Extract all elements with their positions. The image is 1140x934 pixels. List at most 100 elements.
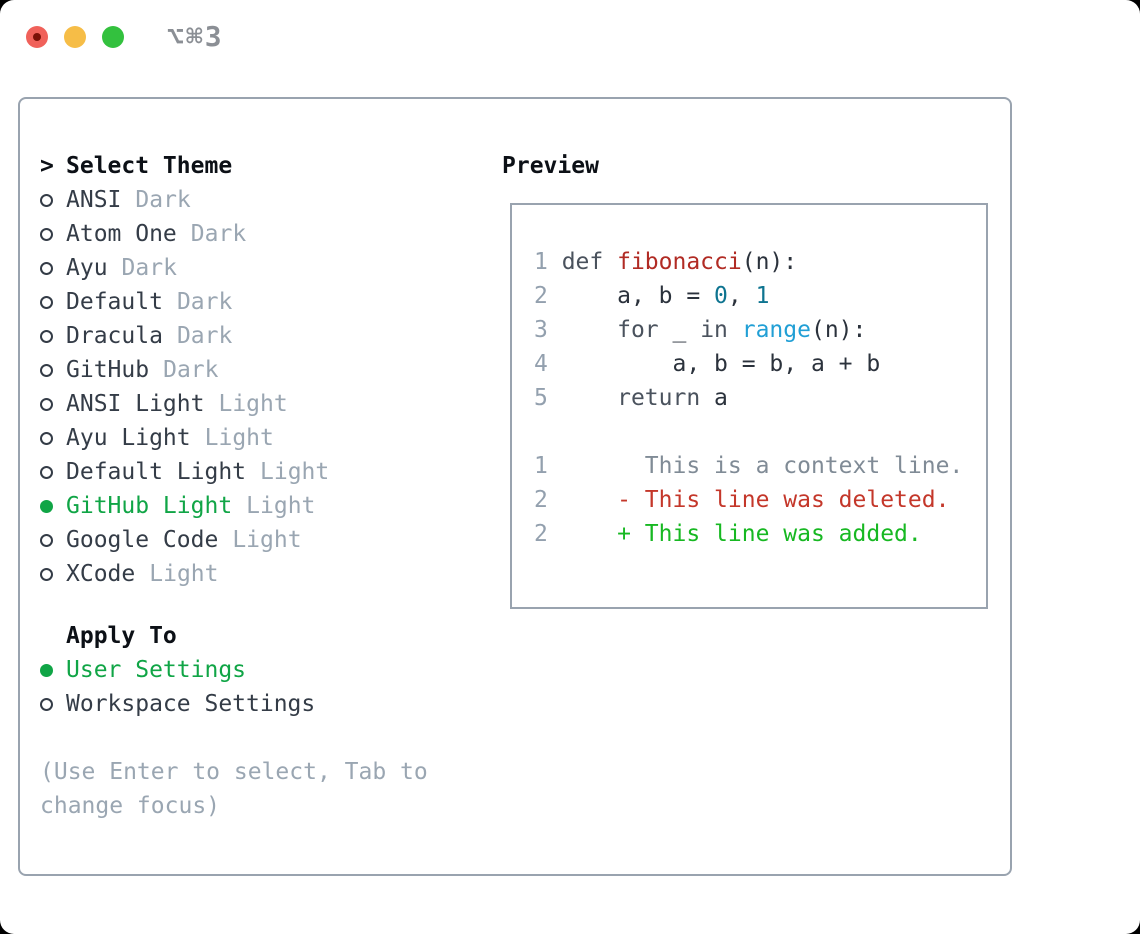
code-segment-deleted: - This line was deleted.: [561, 487, 950, 513]
theme-variant-label: Light: [232, 527, 302, 553]
theme-option-label: Atom One: [66, 221, 177, 247]
radio-icon: [40, 193, 66, 207]
line-number: [534, 415, 562, 449]
code-segment-keyword: for: [617, 317, 673, 343]
code-segment-default: a, b = b, a + b: [561, 351, 881, 377]
code-segment-default: [562, 313, 617, 347]
theme-option-label: Google Code: [66, 527, 219, 553]
theme-option-label: GitHub Light: [66, 493, 233, 519]
code-segment-number: 1: [755, 283, 770, 309]
theme-option-label: Dracula: [66, 323, 163, 349]
theme-variant-label: Dark: [176, 323, 233, 349]
prompt-icon: >: [40, 153, 54, 179]
zoom-button[interactable]: [102, 26, 124, 48]
code-segment-context: This is a context line.: [561, 453, 964, 479]
code-segment-number: 0: [714, 283, 728, 309]
code-segment-builtin: range: [741, 317, 811, 343]
traffic-lights: [26, 26, 124, 48]
title-bar: ⌥⌘3: [0, 0, 1140, 76]
radio-icon: [40, 533, 66, 547]
theme-option-github[interactable]: GitHub Dark: [40, 353, 428, 387]
theme-option-label: Default: [66, 289, 163, 315]
radio-icon: [40, 431, 66, 445]
section-gap: [40, 721, 428, 755]
line-number: 2: [534, 487, 562, 513]
code-line: 2 - This line was deleted.: [534, 483, 963, 517]
theme-variant-label: Dark: [121, 255, 177, 281]
line-number: 2: [534, 283, 562, 309]
theme-variant-label: Dark: [176, 289, 233, 315]
theme-option-label: Ayu: [66, 255, 108, 281]
radio-icon: [40, 465, 66, 479]
code-segment-default: ,: [727, 283, 756, 309]
line-number: 5: [534, 385, 562, 411]
minimize-button[interactable]: [64, 26, 86, 48]
line-number: 4: [534, 351, 562, 377]
theme-variant-label: Light: [260, 459, 330, 485]
theme-option-dracula[interactable]: Dracula Dark: [40, 319, 428, 353]
radio-icon: [40, 397, 66, 411]
theme-option-github-light[interactable]: GitHub Light Light: [40, 489, 428, 523]
theme-variant-label: Light: [204, 425, 274, 451]
theme-option-google-code[interactable]: Google Code Light: [40, 523, 428, 557]
radio-selected-icon: [40, 663, 66, 677]
code-segment-default: (n):: [810, 317, 867, 343]
code-segment-keyword: def: [561, 249, 618, 275]
radio-icon: [40, 697, 66, 711]
code-line: 1 def fibonacci(n):: [534, 245, 963, 279]
line-number: 1: [534, 249, 562, 275]
code-line: 2 a, b = 0, 1: [534, 279, 963, 313]
hint-line: (Use Enter to select, Tab to: [40, 759, 428, 785]
theme-variant-label: Dark: [163, 357, 219, 383]
code-line: 2 + This line was added.: [534, 517, 963, 551]
code-segment-default: a, b =: [561, 283, 715, 309]
apply-option-workspace-settings[interactable]: Workspace Settings: [40, 687, 428, 721]
code-segment-added: + This line was added.: [561, 521, 922, 547]
code-segment-keyword: return: [617, 385, 715, 411]
apply-to-header: Apply To: [40, 619, 428, 653]
preview-title: Preview: [502, 153, 599, 179]
theme-option-ayu[interactable]: Ayu Dark: [40, 251, 428, 285]
radio-selected-icon: [40, 499, 66, 513]
code-line: 4 a, b = b, a + b: [534, 347, 963, 381]
radio-icon: [40, 329, 66, 343]
apply-option-user-settings[interactable]: User Settings: [40, 653, 428, 687]
theme-option-label: GitHub: [66, 357, 150, 383]
line-number: 2: [534, 521, 562, 547]
radio-icon: [40, 295, 66, 309]
section-gap: [40, 591, 428, 619]
close-button[interactable]: [26, 26, 48, 48]
line-number: 3: [534, 317, 562, 343]
theme-variant-label: Dark: [135, 187, 191, 213]
code-line: [534, 415, 963, 449]
theme-option-label: ANSI Light: [66, 391, 205, 417]
apply-to-title: Apply To: [66, 623, 177, 649]
code-segment-default: (n):: [741, 249, 798, 275]
theme-option-default[interactable]: Default Dark: [40, 285, 428, 319]
code-segment-default: [562, 381, 617, 415]
theme-variant-label: Light: [246, 493, 316, 519]
radio-icon: [40, 567, 66, 581]
code-segment-function: fibonacci: [617, 249, 742, 275]
code-segment-default: a: [714, 385, 728, 411]
radio-icon: [40, 227, 66, 241]
apply-option-label: Workspace Settings: [66, 691, 316, 717]
apply-option-label: User Settings: [66, 657, 247, 683]
line-number: 1: [534, 453, 562, 479]
code-segment-keyword: in: [686, 317, 742, 343]
radio-icon: [40, 363, 66, 377]
select-theme-title: Select Theme: [66, 153, 233, 179]
